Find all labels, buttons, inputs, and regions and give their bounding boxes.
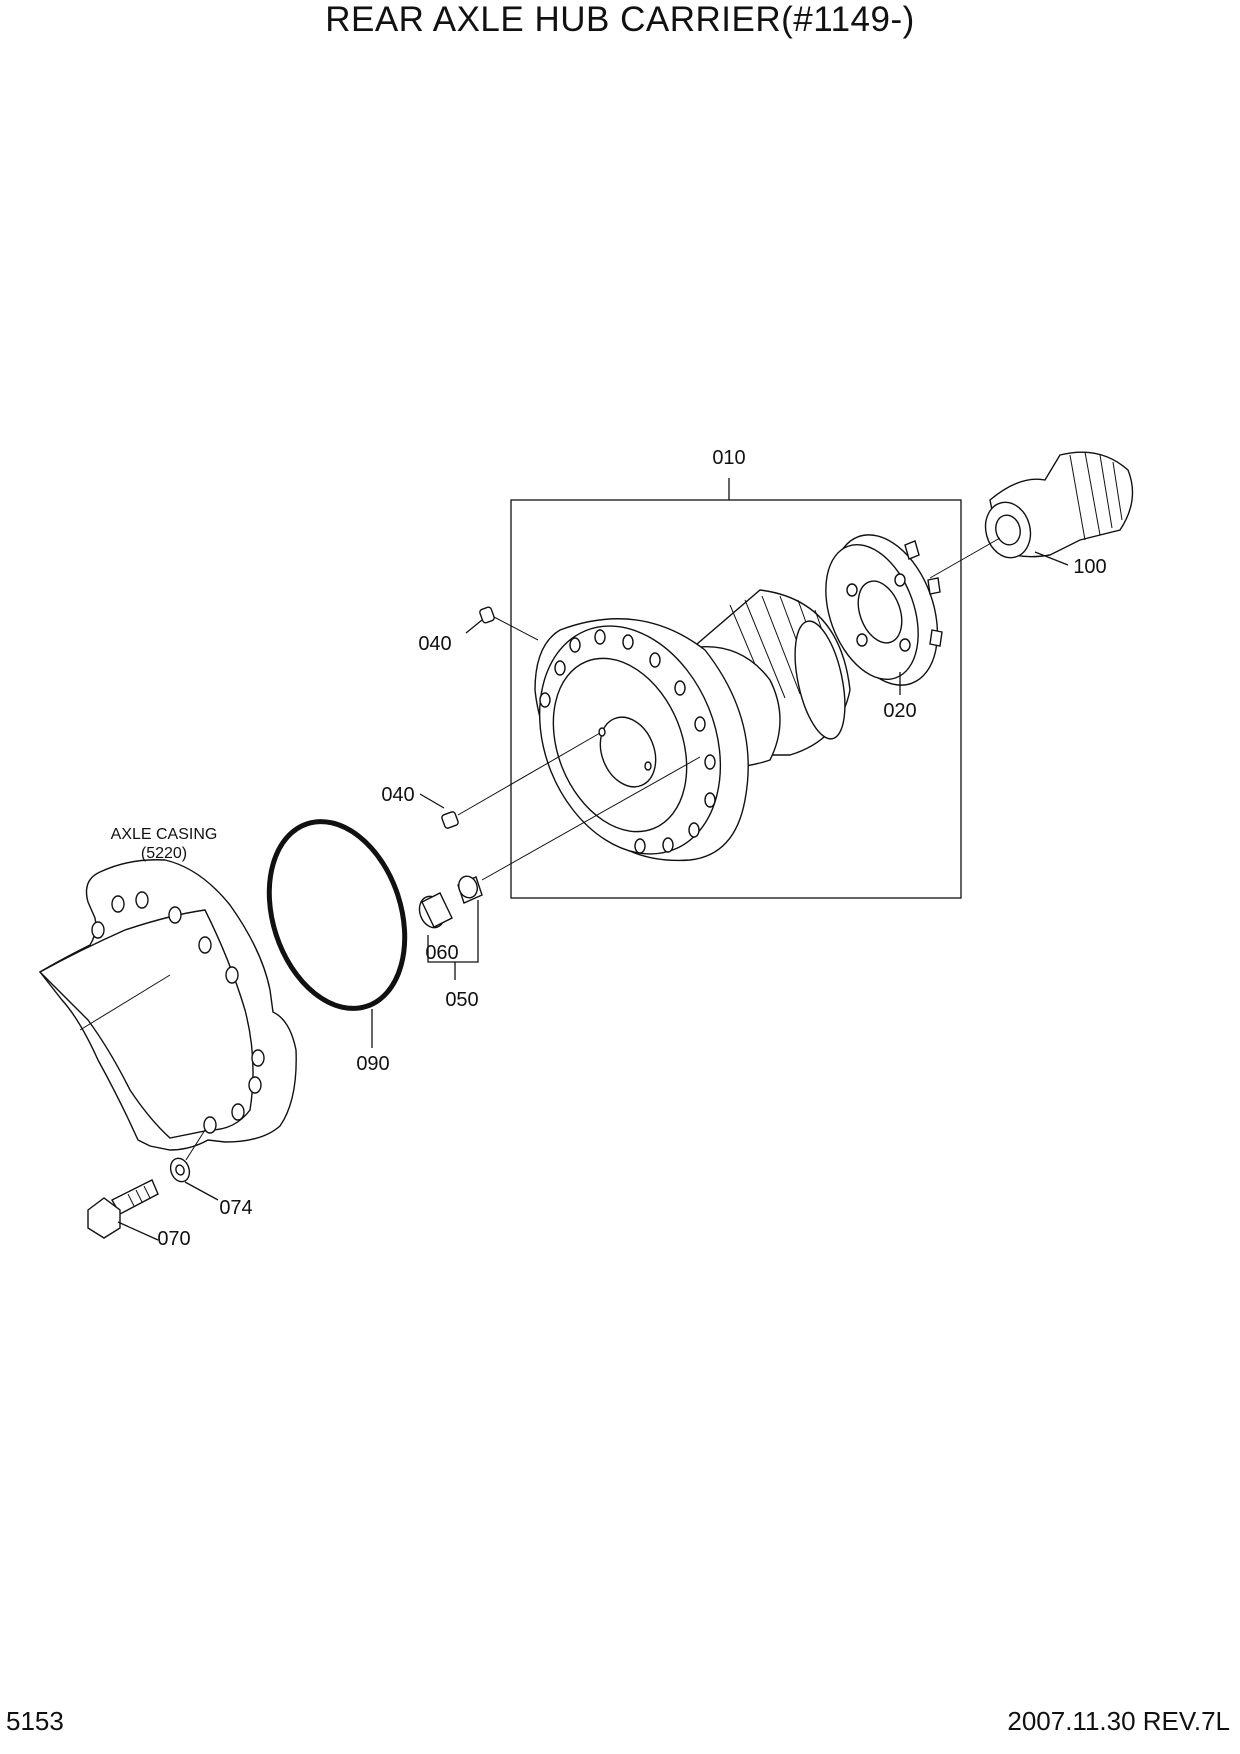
- callout-020: 020: [883, 700, 916, 722]
- callout-040-lower: 040: [381, 784, 414, 806]
- shaft-100-drawing: [984, 451, 1134, 559]
- callout-040-upper: 040: [418, 633, 451, 655]
- o-ring-090: [266, 819, 408, 1011]
- bolt-070-drawing: [87, 1179, 159, 1239]
- hub-carrier-drawing: [534, 589, 851, 862]
- axle-casing-ref: (5220): [141, 845, 187, 862]
- callout-090: 090: [356, 1053, 389, 1075]
- axle-casing-label: AXLE CASING: [111, 826, 218, 843]
- flange-bolt-holes: [539, 629, 716, 854]
- callout-074: 074: [219, 1197, 252, 1219]
- casing-bolt-holes: [91, 891, 265, 1134]
- revision-date: 2007.11.30 REV.7L: [1007, 1706, 1230, 1736]
- callout-060: 060: [425, 942, 458, 964]
- washer-074-drawing: [169, 1157, 191, 1183]
- breather-050-drawing: [457, 875, 483, 904]
- breather-060-drawing: [418, 892, 453, 929]
- callout-010: 010: [712, 447, 745, 469]
- plug-040-lower: [441, 811, 459, 829]
- callout-050: 050: [445, 989, 478, 1011]
- axle-casing-drawing: AXLE CASING (5220): [38, 826, 297, 1151]
- plug-040-upper: [479, 606, 495, 624]
- assembly-010-frame: [510, 499, 962, 899]
- callout-070: 070: [157, 1228, 190, 1250]
- callout-100: 100: [1073, 556, 1106, 578]
- page-number: 5153: [6, 1706, 64, 1736]
- nut-020-drawing: [825, 534, 943, 686]
- page-title: REAR AXLE HUB CARRIER(#1149-): [325, 0, 915, 39]
